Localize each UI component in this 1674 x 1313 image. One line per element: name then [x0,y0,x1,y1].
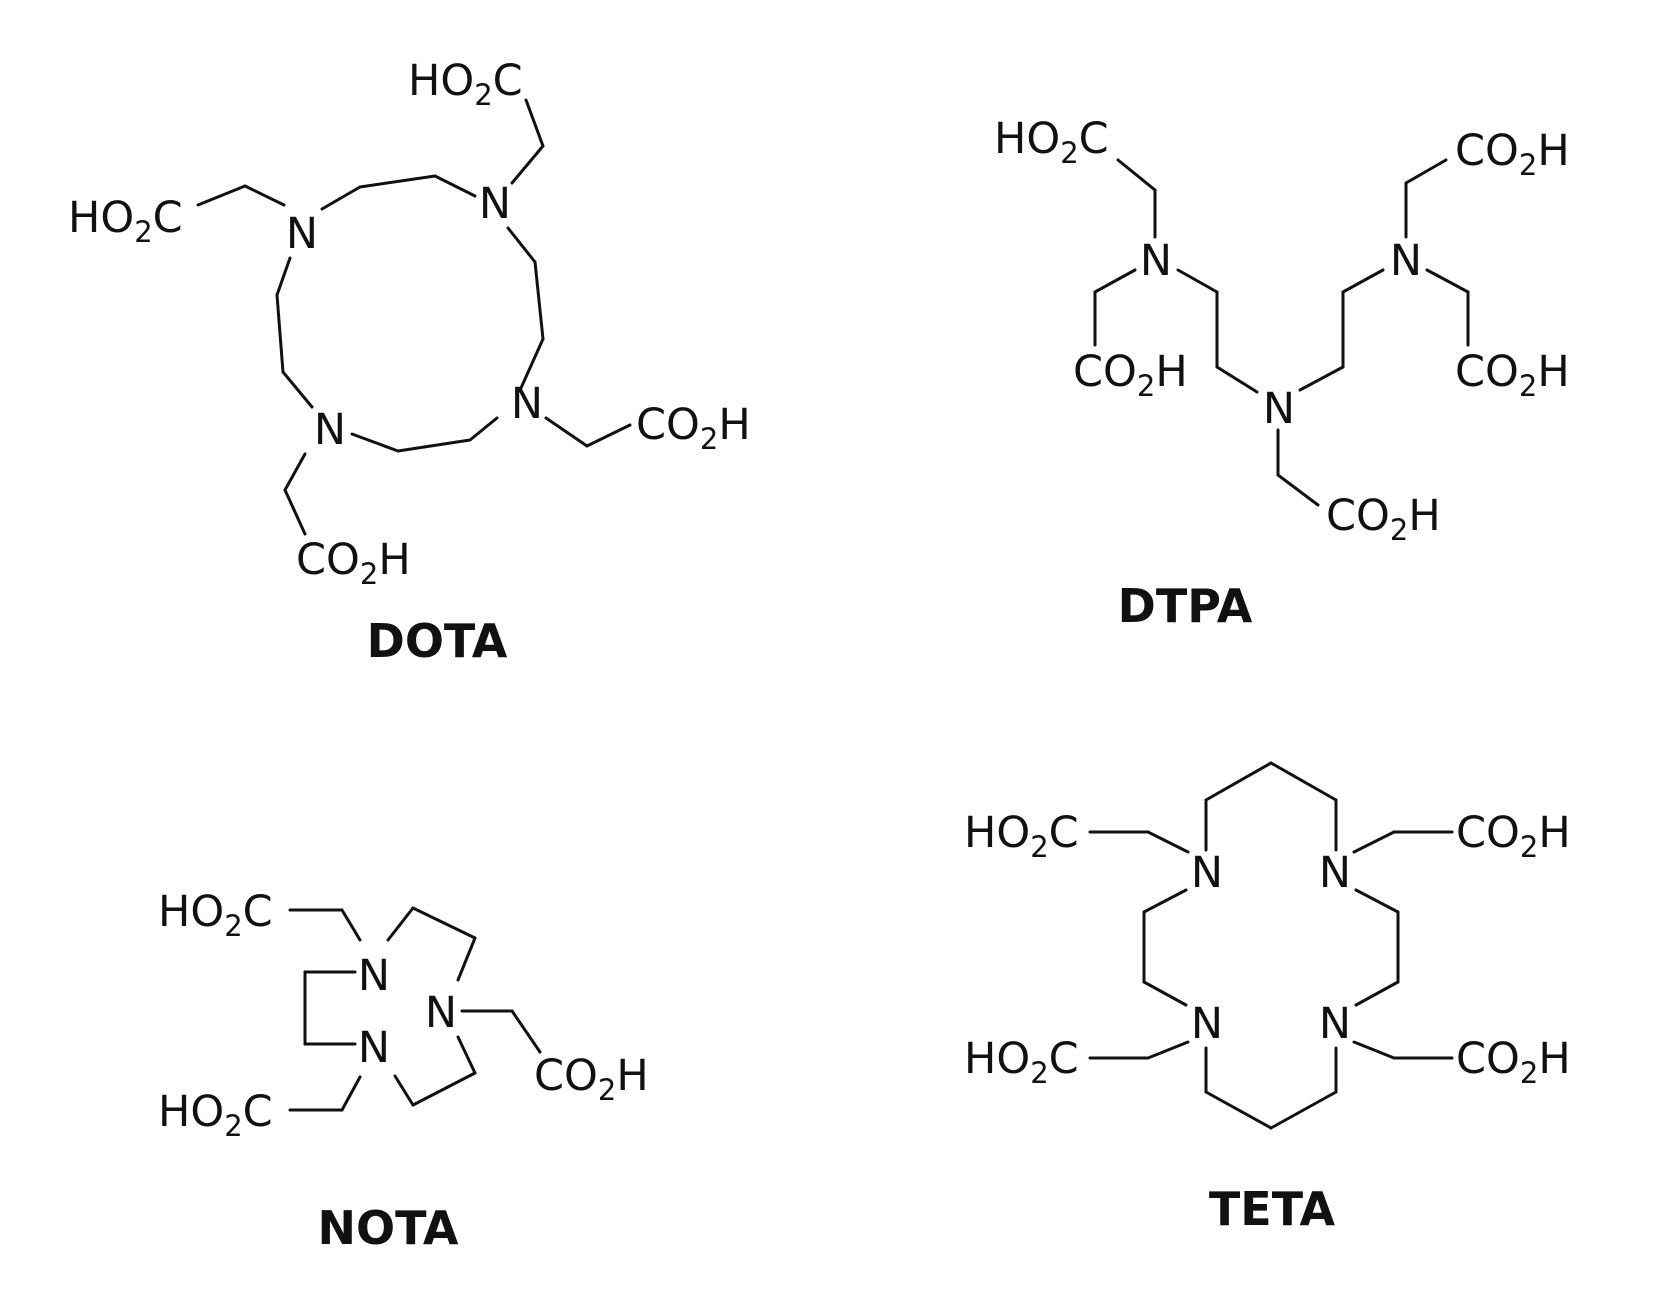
dtpa-carboxyl-group: CO2H [1073,347,1188,403]
dota-atom-labels: N N N N HO2C HO2C CO2H CO2H [68,56,751,591]
dota-bonds [196,98,632,536]
teta-nitrogen-atom: N [1319,848,1351,898]
nota-nitrogen-atom: N [358,951,390,1001]
dtpa-carboxyl-group: CO2H [1455,347,1570,403]
dota-carboxyl-group: HO2C [68,193,183,249]
dota-name-label: DOTA [367,614,508,668]
dota-nitrogen-atom: N [511,379,543,429]
dtpa-carboxyl-group: HO2C [994,114,1109,170]
nota-bonds [288,906,542,1112]
dtpa-name-label: DTPA [1118,579,1253,633]
nota-nitrogen-atom: N [358,1023,390,1073]
dota-nitrogen-atom: N [314,405,346,455]
dtpa-nitrogen-atom: N [1140,236,1172,286]
teta-carboxyl-group: HO2C [964,1034,1079,1090]
dota-structure: N N N N HO2C HO2C CO2H CO2H DOTA [68,56,751,668]
dota-nitrogen-atom: N [479,179,511,229]
dota-carboxyl-group: CO2H [296,535,411,591]
dtpa-carboxyl-group: CO2H [1455,126,1570,182]
nota-atom-labels: N N N HO2C HO2C CO2H [158,887,649,1143]
dtpa-atom-labels: N N N HO2C CO2H CO2H CO2H CO2H [994,114,1570,547]
teta-bonds [1088,761,1454,1130]
dota-carboxyl-group: CO2H [636,400,751,456]
teta-structure: N N N N HO2C HO2C CO2H CO2H TETA [964,761,1571,1236]
teta-atom-labels: N N N N HO2C HO2C CO2H CO2H [964,808,1571,1090]
nota-carboxyl-group: HO2C [158,887,273,943]
nota-carboxyl-group: HO2C [158,1087,273,1143]
nota-nitrogen-atom: N [425,988,457,1038]
nota-carboxyl-group: CO2H [534,1051,649,1107]
teta-carboxyl-group: CO2H [1456,808,1571,864]
dtpa-carboxyl-group: CO2H [1326,491,1441,547]
nota-name-label: NOTA [317,1201,458,1255]
teta-nitrogen-atom: N [1319,999,1351,1049]
teta-nitrogen-atom: N [1191,848,1223,898]
dtpa-structure: N N N HO2C CO2H CO2H CO2H CO2H DTPA [994,114,1570,633]
teta-carboxyl-group: CO2H [1456,1034,1571,1090]
teta-nitrogen-atom: N [1191,999,1223,1049]
teta-carboxyl-group: HO2C [964,808,1079,864]
dota-nitrogen-atom: N [286,209,318,259]
dtpa-nitrogen-atom: N [1263,384,1295,434]
teta-name-label: TETA [1209,1182,1336,1236]
dota-carboxyl-group: HO2C [408,56,523,112]
dtpa-nitrogen-atom: N [1390,236,1422,286]
dtpa-bonds [1093,158,1470,507]
nota-structure: N N N HO2C HO2C CO2H NOTA [158,887,649,1255]
